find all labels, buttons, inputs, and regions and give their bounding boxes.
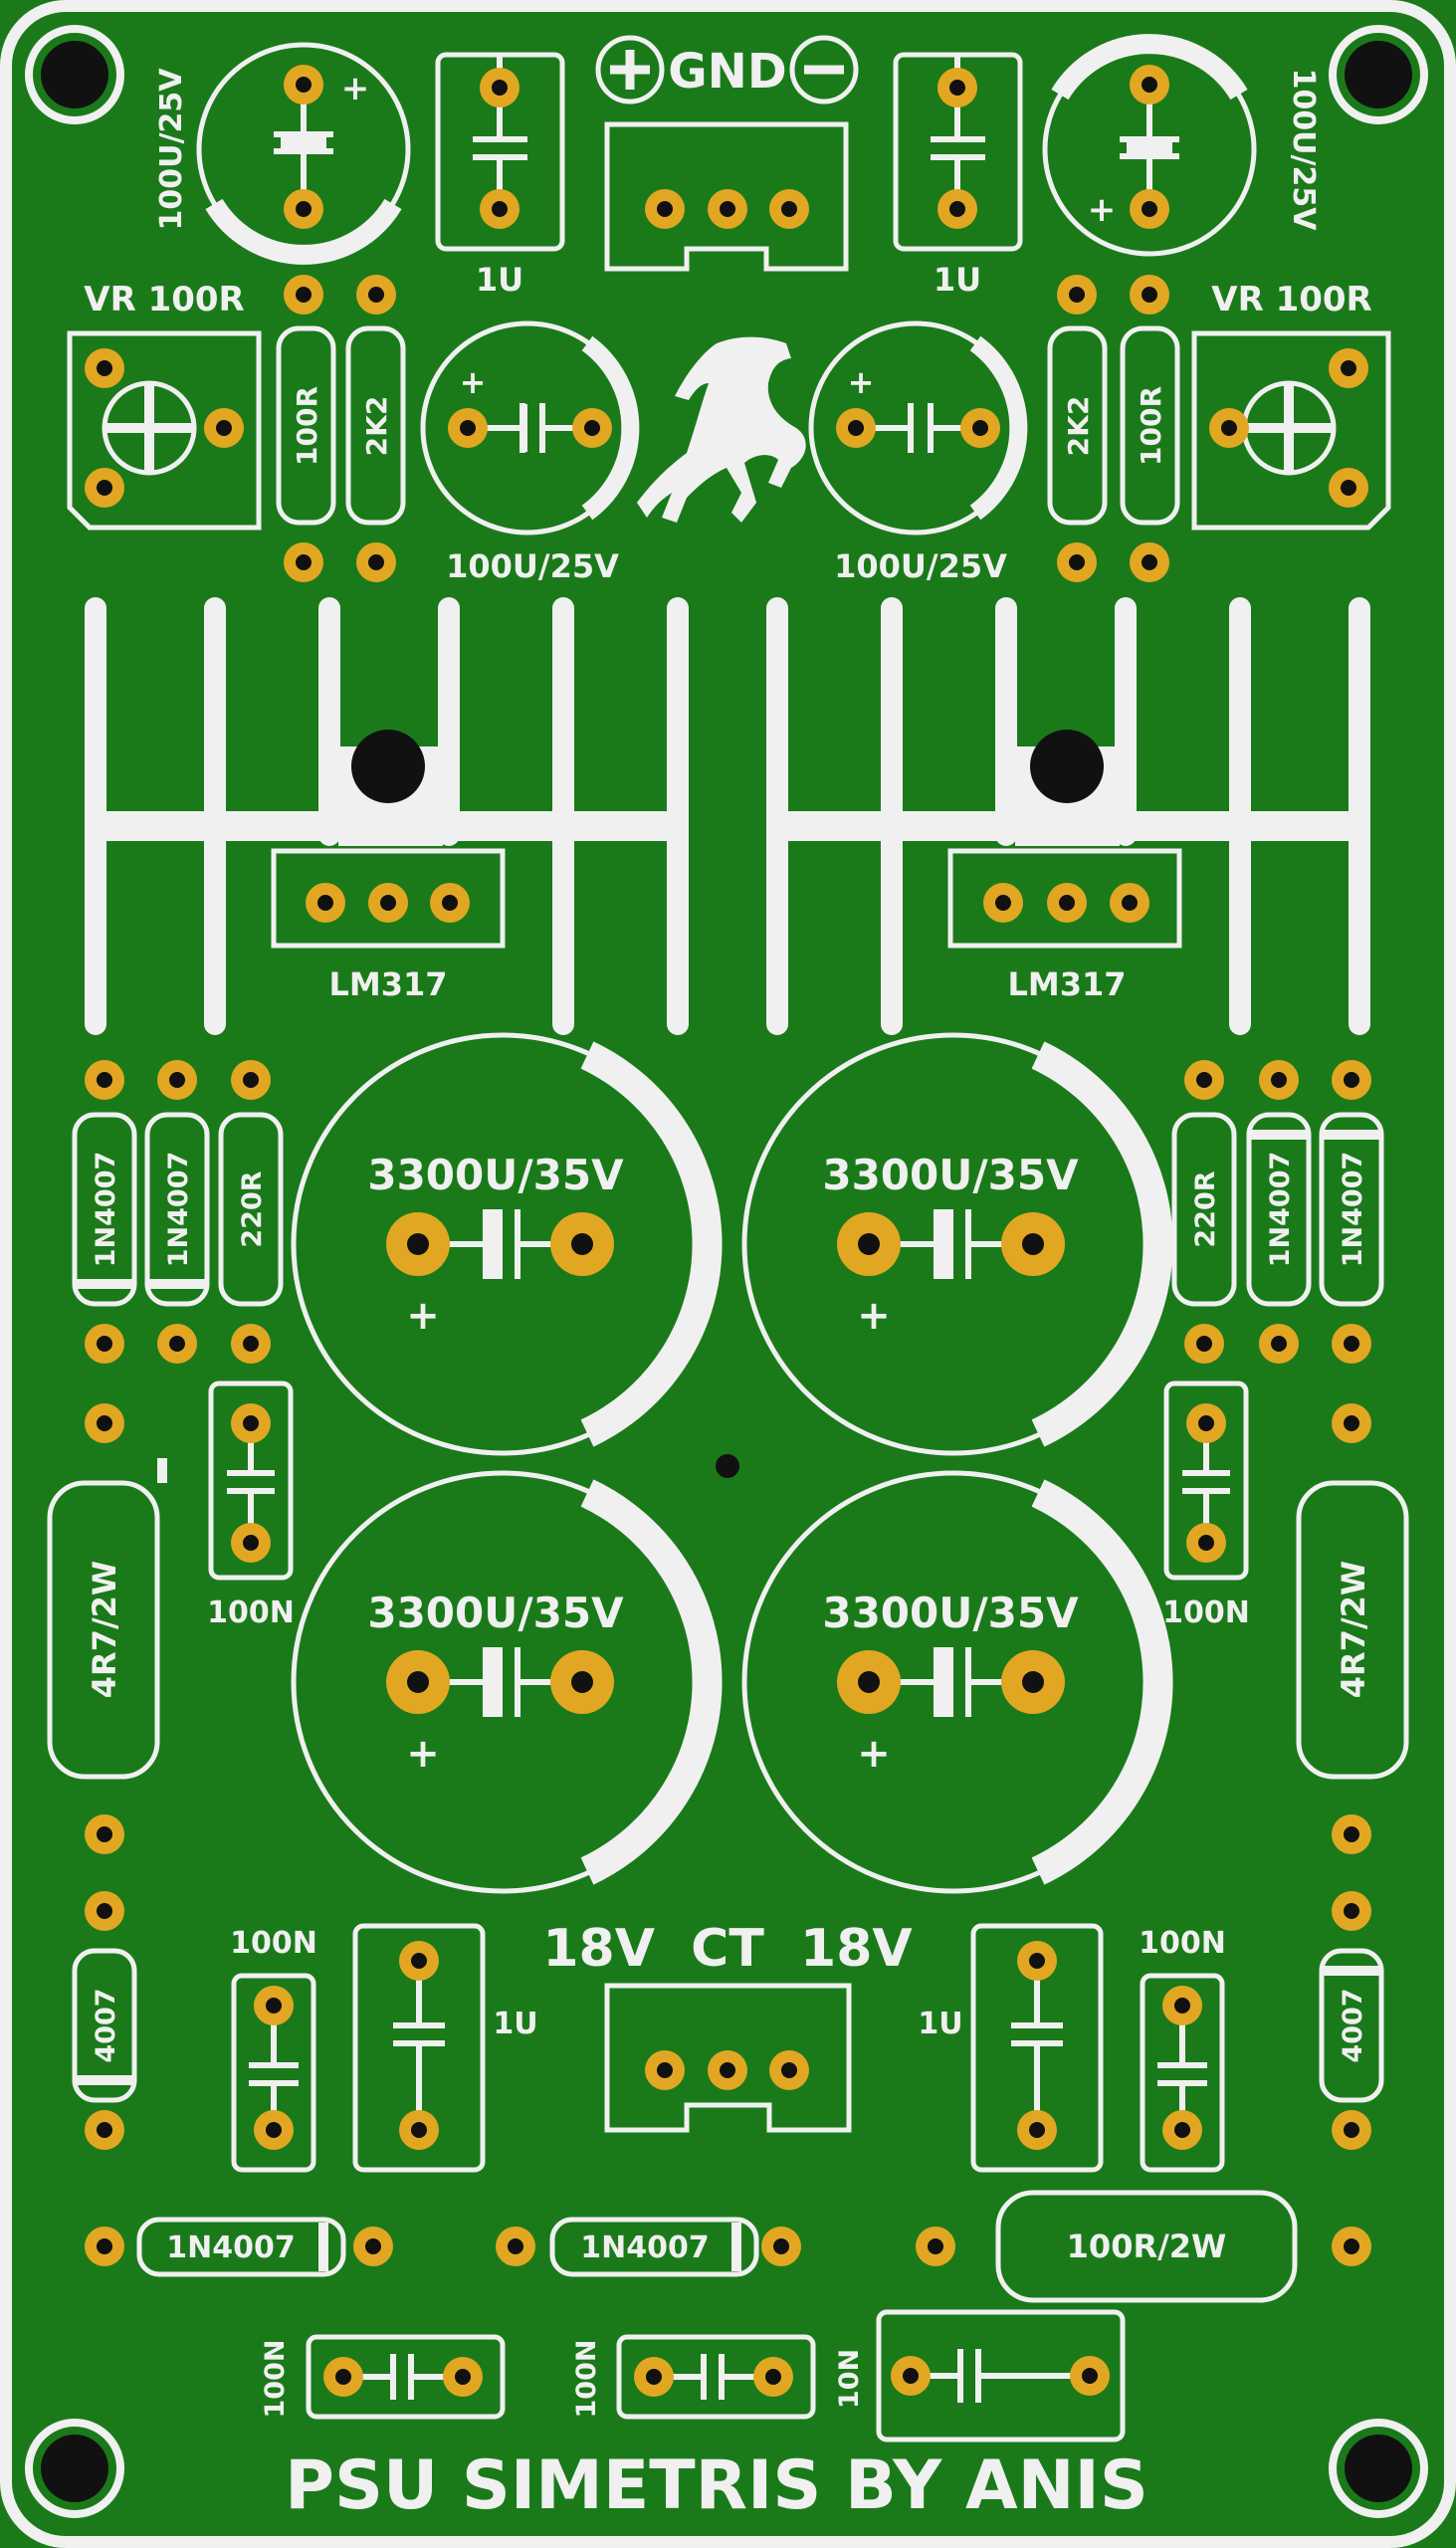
label-plus-top-right: + — [1088, 190, 1117, 230]
r-100r-left-outline — [276, 325, 336, 526]
label-big-cap-3: 3300U/35V — [367, 1589, 624, 1637]
r-4r7-left-outline — [47, 1480, 160, 1780]
label-c-100n-bl: 100N — [230, 1926, 317, 1961]
label-cap-mid-left: 100U/25V — [446, 547, 619, 585]
label-vr-right: VR 100R — [1211, 280, 1371, 319]
label-d-4007-right: 4007 — [1338, 1988, 1368, 2062]
d-left-1-outline — [72, 1112, 137, 1307]
c-1u-bl-outline — [352, 1923, 486, 2173]
vr-left-outline — [67, 330, 262, 531]
label-plus-mid-left: + — [460, 363, 487, 401]
label-r-4r7-right: 4R7/2W — [1335, 1561, 1372, 1698]
transformer-connector-outline — [604, 1983, 852, 2133]
label-d-left-2: 1N4007 — [163, 1152, 194, 1268]
label-d-bottom-1: 1N4007 — [166, 2230, 295, 2265]
label-d-bottom-2: 1N4007 — [580, 2230, 709, 2265]
label-d-left-1: 1N4007 — [91, 1152, 121, 1268]
mounting-hole-bottom-left — [29, 2423, 120, 2514]
label-c-100n-b2: 100N — [571, 2340, 602, 2419]
r-4r7-right-outline — [1296, 1480, 1409, 1780]
gnd-plus-symbol — [595, 35, 665, 105]
label-cap-top-left: 100U/25V — [154, 68, 189, 231]
big-cap-pads — [386, 1212, 1065, 1714]
r-100r-2w-outline — [995, 2190, 1298, 2303]
label-big-cap-2: 3300U/35V — [822, 1151, 1079, 1199]
c-100n-right-outline — [1163, 1380, 1249, 1581]
label-reg-left: LM317 — [328, 965, 447, 1003]
gnd-connector-outline — [604, 121, 849, 272]
label-c-100n-b1: 100N — [260, 2340, 291, 2419]
label-c-100n-right: 100N — [1162, 1595, 1250, 1630]
label-plus-big-1: + — [406, 1293, 440, 1339]
d-4007-left-outline — [72, 1948, 137, 2103]
c-100n-left-outline — [208, 1380, 294, 1581]
label-plus-big-2: + — [857, 1293, 891, 1339]
c-100n-b1-outline — [306, 2334, 506, 2420]
c-10n-outline — [876, 2309, 1126, 2442]
r-2k2-left-outline — [345, 325, 406, 526]
label-r-4r7-left: 4R7/2W — [86, 1561, 123, 1698]
label-vr-left: VR 100R — [84, 280, 244, 319]
c-100n-br-outline — [1140, 1973, 1225, 2173]
label-cap-1u-left: 1U — [476, 261, 523, 299]
d-left-2-outline — [144, 1112, 210, 1307]
label-plus-mid-right: + — [848, 363, 875, 401]
label-plus-big-4: + — [857, 1731, 891, 1777]
d-bottom-2-outline — [549, 2217, 759, 2277]
gnd-minus-symbol — [789, 35, 859, 105]
label-gnd: GND — [668, 44, 786, 100]
label-r-2k2-left: 2K2 — [360, 396, 393, 457]
label-cap-top-right: 100U/25V — [1286, 69, 1321, 232]
horse-logo — [637, 336, 806, 523]
label-c-100n-left: 100N — [207, 1595, 295, 1630]
mounting-hole-bottom-right — [1333, 2423, 1424, 2514]
label-d-4007-left: 4007 — [91, 1988, 121, 2062]
r-100r-right-outline — [1120, 325, 1180, 526]
label-r-220-left: 220R — [237, 1170, 268, 1247]
label-big-cap-1: 3300U/35V — [367, 1151, 624, 1199]
label-reg-right: LM317 — [1007, 965, 1126, 1003]
c-100n-bl-outline — [231, 1973, 316, 2173]
center-hole — [716, 1454, 739, 1478]
heatsink-right — [766, 597, 1370, 1035]
r-2k2-right-outline — [1047, 325, 1108, 526]
label-r-100r-left: 100R — [291, 386, 323, 466]
label-r-220-right: 220R — [1190, 1170, 1221, 1247]
d-right-1-outline — [1246, 1112, 1312, 1307]
label-c-100n-br: 100N — [1139, 1926, 1226, 1961]
r-220-right-outline — [1171, 1112, 1237, 1307]
c-100n-b2-outline — [616, 2334, 816, 2420]
label-r-100r-right: 100R — [1135, 386, 1167, 466]
label-c-1u-br: 1U — [918, 2007, 962, 2041]
label-cap-mid-right: 100U/25V — [834, 547, 1007, 585]
mounting-hole-top-left — [29, 29, 120, 120]
label-r-100r-2w: 100R/2W — [1067, 2228, 1227, 2265]
r-220-left-outline — [218, 1112, 284, 1307]
label-c-10n: 10N — [834, 2349, 865, 2409]
label-d-right-1: 1N4007 — [1265, 1152, 1296, 1268]
board-title: PSU SIMETRIS BY ANIS — [285, 2446, 1148, 2525]
vr-right-outline — [1191, 330, 1391, 531]
d-4007-right-outline — [1319, 1948, 1384, 2103]
d-right-2-outline — [1319, 1112, 1384, 1307]
label-big-cap-4: 3300U/35V — [822, 1589, 1079, 1637]
label-plus-big-3: + — [406, 1731, 440, 1777]
label-transformer: 18V CT 18V — [542, 1919, 912, 1979]
mounting-hole-top-right — [1333, 29, 1424, 120]
label-d-right-2: 1N4007 — [1338, 1152, 1368, 1268]
d-bottom-1-outline — [136, 2217, 346, 2277]
label-r-2k2-right: 2K2 — [1062, 396, 1095, 457]
c-1u-br-outline — [970, 1923, 1104, 2173]
label-cap-1u-right: 1U — [934, 261, 981, 299]
label-c-1u-bl: 1U — [493, 2007, 537, 2041]
label-plus-top-left: + — [341, 69, 370, 108]
